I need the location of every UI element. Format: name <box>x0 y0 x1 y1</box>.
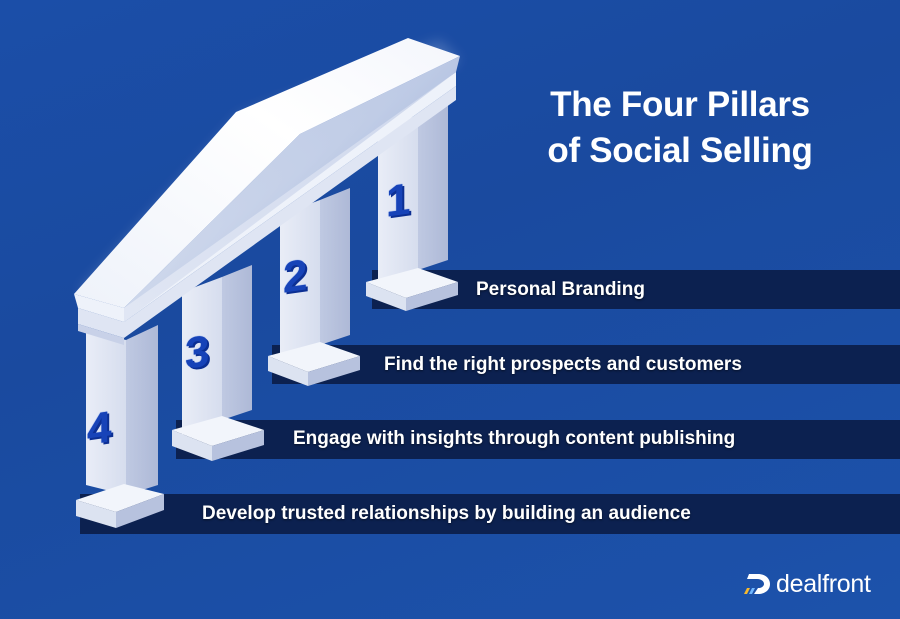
pillar-band-2 <box>272 345 900 384</box>
title-line-2: of Social Selling <box>547 131 813 170</box>
pillar-label-4: Develop trusted relationships by buildin… <box>202 503 691 524</box>
pillar-label-1: Personal Branding <box>476 279 645 300</box>
pillar-label-2: Find the right prospects and customers <box>384 354 742 375</box>
pillar-1 <box>366 103 458 311</box>
dealfront-logo-icon <box>744 574 770 594</box>
pillar-band-4 <box>80 494 900 534</box>
pillar-band-3 <box>176 420 900 459</box>
page-title: The Four Pillars of Social Selling <box>520 82 840 174</box>
pillar-number-1: 1 <box>386 174 411 227</box>
pillar-number-2: 2 <box>283 250 308 303</box>
logo-text: dealfront <box>776 570 871 598</box>
pillar-label-3: Engage with insights through content pub… <box>293 428 736 449</box>
title-line-1: The Four Pillars <box>550 85 810 124</box>
pillar-4 <box>76 325 164 528</box>
pillar-number-3: 3 <box>185 326 210 379</box>
pillar-number-4: 4 <box>87 402 112 455</box>
dealfront-logo: dealfront <box>742 570 871 598</box>
pillar-band-1 <box>372 270 900 309</box>
pillar-2 <box>268 188 360 386</box>
pillar-3 <box>172 265 264 461</box>
roof-beam <box>74 38 460 345</box>
